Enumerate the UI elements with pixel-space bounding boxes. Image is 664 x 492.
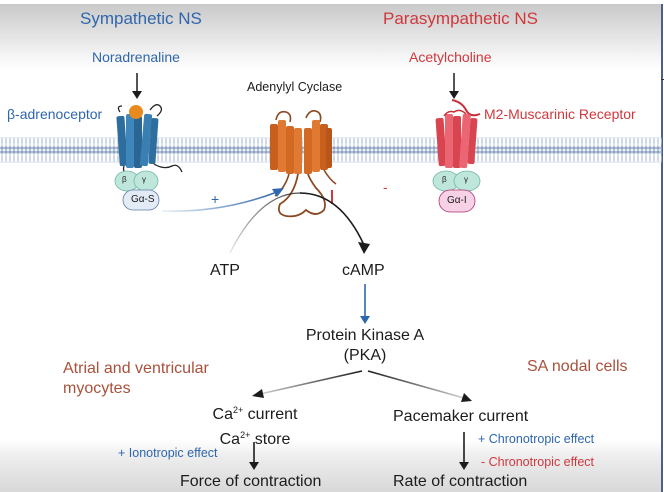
ca-symbol: Ca	[219, 431, 241, 448]
inhibit-sign: -	[383, 179, 388, 195]
ionotropic-effect-label: + Ionotropic effect	[118, 446, 218, 460]
g-alpha-s-label: Gα-S	[131, 194, 155, 205]
ca-charge: 2+	[232, 405, 244, 415]
rate-of-contraction-label: Rate of contraction	[393, 473, 528, 490]
myocytes-label-line1: Atrial and ventricular	[63, 360, 209, 377]
m2-receptor-label: M2-Muscarinic Receptor	[484, 106, 636, 122]
pka-to-pacemaker-arrow	[367, 370, 472, 402]
ca-symbol: Ca	[212, 406, 233, 423]
ca-store-text: store	[250, 431, 291, 448]
camp-label: cAMP	[342, 262, 385, 279]
noradrenaline-label: Noradrenaline	[92, 49, 180, 65]
negative-chronotropic-label: - Chronotropic effect	[481, 455, 595, 469]
sympathetic-ns-title: Sympathetic NS	[80, 9, 202, 28]
adenylyl-cyclase-label: Adenylyl Cyclase	[247, 80, 343, 94]
stimulate-sign: +	[211, 191, 220, 207]
ca-charge: 2+	[240, 430, 251, 440]
pka-to-calcium-arrow	[252, 370, 363, 398]
g-beta-label-m2: β	[442, 175, 447, 184]
atp-to-camp-arrow	[229, 192, 370, 254]
pka-label-line1: Protein Kinase A	[305, 327, 425, 344]
acetylcholine-label: Acetylcholine	[409, 49, 492, 65]
gs-protein-complex	[114, 170, 160, 211]
g-beta-label: β	[122, 175, 127, 184]
positive-chronotropic-label: + Chronotropic effect	[478, 432, 595, 446]
adenylyl-cyclase-icon	[270, 110, 337, 218]
calcium-label: Ca2+ current Ca2+ store	[200, 400, 310, 450]
atp-label: ATP	[210, 262, 240, 279]
ca-store-label: Ca2+ store	[200, 425, 310, 450]
window-edge-tick	[661, 79, 664, 80]
g-gamma-label: γ	[142, 175, 146, 184]
gi-protein-complex	[432, 170, 481, 213]
sa-nodal-label: SA nodal cells	[527, 358, 628, 375]
acetylcholine-arrow	[449, 73, 459, 99]
myocytes-label: Atrial and ventricular myocytes	[63, 359, 209, 399]
g-alpha-i-label: Gα-I	[447, 195, 467, 206]
calcium-to-force-arrow	[249, 442, 259, 470]
stimulation-arrow	[161, 188, 284, 212]
myocytes-label-line2: myocytes	[63, 380, 131, 397]
inhibition-arrow	[331, 190, 436, 204]
pka-label: Protein Kinase A (PKA)	[295, 326, 435, 366]
pka-label-line2: (PKA)	[343, 347, 387, 364]
m2-muscarinic-receptor-icon	[435, 99, 481, 169]
force-of-contraction-label: Force of contraction	[180, 473, 322, 490]
ca-current-text: current	[243, 406, 298, 423]
pacemaker-to-rate-arrow	[459, 432, 469, 470]
noradrenaline-arrow	[132, 73, 142, 99]
window-edge	[661, 4, 663, 492]
header-band	[0, 4, 662, 70]
camp-to-pka-arrow	[360, 284, 370, 324]
parasympathetic-ns-title: Parasympathetic NS	[383, 9, 538, 28]
pacemaker-current-label: Pacemaker current	[393, 408, 529, 425]
footer-band	[0, 440, 662, 492]
beta-adrenoceptor-icon	[116, 104, 183, 175]
ca-current-label: Ca2+ current	[200, 400, 310, 425]
beta-adrenoceptor-label: β-adrenoceptor	[7, 106, 103, 122]
g-gamma-label-m2: γ	[464, 175, 468, 184]
